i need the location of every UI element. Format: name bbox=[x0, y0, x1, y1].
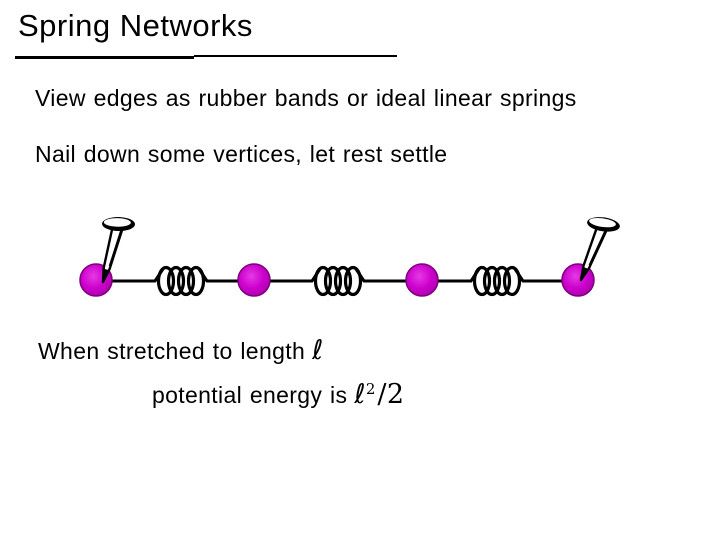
spring-coil bbox=[469, 265, 525, 297]
nail-icon bbox=[101, 217, 136, 284]
body-line-rubber-bands: View edges as rubber bands or ideal line… bbox=[35, 85, 577, 111]
vertex-ball bbox=[237, 263, 271, 297]
title-underline-right bbox=[194, 55, 397, 57]
caption-energy-text: potential energy is bbox=[152, 382, 348, 408]
math-ell-base: ℓ bbox=[354, 379, 366, 410]
nail-icon bbox=[579, 217, 620, 282]
math-exponent: 2 bbox=[365, 380, 376, 398]
math-ell-squared-over-two: ℓ2/2 bbox=[354, 379, 404, 410]
vertex-ball bbox=[405, 263, 439, 297]
slide-title: Spring Networks bbox=[18, 8, 253, 43]
caption-stretched-text: When stretched to length bbox=[38, 338, 306, 364]
spring-coil bbox=[310, 265, 366, 297]
math-over-two: /2 bbox=[377, 379, 405, 410]
spring-network-drawing bbox=[79, 217, 620, 297]
spring-coil bbox=[153, 265, 209, 297]
body-line-nail-down: Nail down some vertices, let rest settle bbox=[35, 141, 448, 167]
title-underline-left bbox=[15, 56, 194, 59]
vertex-ball bbox=[561, 263, 595, 297]
math-ell: ℓ bbox=[312, 335, 324, 366]
vertex-ball bbox=[79, 263, 113, 297]
